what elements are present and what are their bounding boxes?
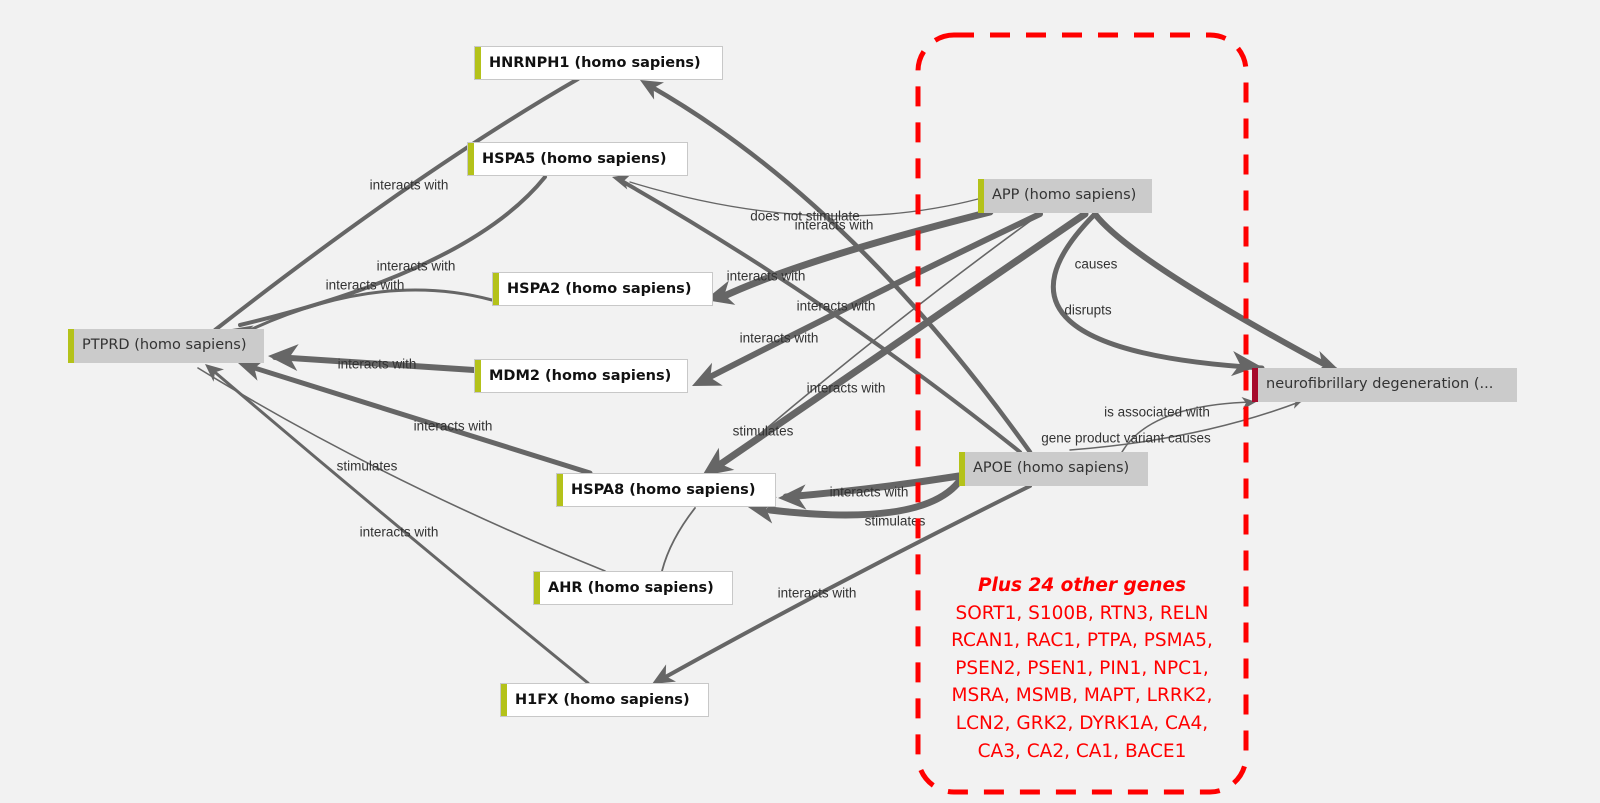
node-hspa2[interactable]: HSPA2 (homo sapiens) <box>492 272 713 306</box>
other-genes-line: MSRA, MSMB, MAPT, LRRK2, <box>951 685 1213 707</box>
edge-label: interacts with <box>325 277 405 293</box>
arrowhead-icon <box>692 362 723 386</box>
node-label: HSPA5 (homo sapiens) <box>482 151 667 167</box>
other-genes-annotation: Plus 24 other genes SORT1, S100B, RTN3, … <box>918 572 1246 765</box>
other-genes-title: Plus 24 other genes <box>977 575 1187 596</box>
node-label: H1FX (homo sapiens) <box>515 692 690 708</box>
node-type-bar <box>501 684 507 716</box>
edge-line[interactable] <box>661 507 696 572</box>
edge-label: is associated with <box>1104 404 1210 420</box>
node-mdm2[interactable]: MDM2 (homo sapiens) <box>474 359 688 393</box>
arrowhead-icon <box>238 360 265 381</box>
edge-label: interacts with <box>726 268 806 284</box>
node-hspa5[interactable]: HSPA5 (homo sapiens) <box>467 142 688 176</box>
other-genes-line: CA3, CA2, CA1, BACE1 <box>977 740 1187 762</box>
edge-line[interactable] <box>197 367 606 572</box>
node-label: APP (homo sapiens) <box>992 187 1137 203</box>
node-type-bar <box>468 143 474 175</box>
node-apoe[interactable]: APOE (homo sapiens) <box>959 452 1148 486</box>
node-app[interactable]: APP (homo sapiens) <box>978 179 1152 213</box>
other-genes-line: LCN2, GRK2, DYRK1A, CA4, <box>955 712 1209 734</box>
arrowhead-icon <box>268 344 299 372</box>
node-neurofibrillary-degeneration[interactable]: neurofibrillary degeneration (... <box>1252 368 1517 402</box>
node-type-bar <box>493 273 499 305</box>
other-genes-line: PSEN2, PSEN1, PIN1, NPC1, <box>955 657 1209 679</box>
edge-label: stimulates <box>336 458 398 474</box>
edge-line[interactable] <box>248 288 494 332</box>
node-type-bar <box>68 329 74 363</box>
node-hnrnph1[interactable]: HNRNPH1 (homo sapiens) <box>474 46 723 80</box>
edge-label: does not stimulate <box>750 208 860 224</box>
edge-label: interacts with <box>413 418 493 434</box>
arrowhead-icon <box>778 484 807 510</box>
edge-label: stimulates <box>732 423 794 439</box>
node-label: neurofibrillary degeneration (... <box>1266 376 1494 392</box>
edge-line[interactable] <box>272 354 477 373</box>
other-genes-line: SORT1, S100B, RTN3, RELN <box>955 602 1209 624</box>
node-label: AHR (homo sapiens) <box>548 580 714 596</box>
edge-line[interactable] <box>1092 211 1338 373</box>
edge-label: disrupts <box>1064 302 1112 318</box>
edge-label: interacts with <box>369 177 449 193</box>
edge-label: causes <box>1074 256 1118 272</box>
node-label: MDM2 (homo sapiens) <box>489 368 672 384</box>
node-label: PTPRD (homo sapiens) <box>82 337 247 353</box>
node-label: HNRNPH1 (homo sapiens) <box>489 55 701 71</box>
node-ptprd[interactable]: PTPRD (homo sapiens) <box>68 329 264 363</box>
edge-line[interactable] <box>208 366 590 685</box>
node-type-bar <box>959 452 965 486</box>
node-type-bar <box>1252 368 1258 402</box>
node-ahr[interactable]: AHR (homo sapiens) <box>533 571 733 605</box>
edge-line[interactable] <box>242 362 593 476</box>
node-type-bar <box>534 572 540 604</box>
edge-line[interactable] <box>213 77 580 332</box>
arrowhead-icon <box>652 664 677 684</box>
edge-label: interacts with <box>337 356 417 372</box>
edge-label: interacts with <box>359 524 439 540</box>
node-label: HSPA8 (homo sapiens) <box>571 482 756 498</box>
edge-label: interacts with <box>777 585 857 601</box>
edge-label: interacts with <box>829 484 909 500</box>
edge-line[interactable] <box>647 83 1033 455</box>
node-hspa8[interactable]: HSPA8 (homo sapiens) <box>556 473 776 507</box>
arrowhead-icon <box>702 447 735 476</box>
edge-label: interacts with <box>794 217 874 233</box>
node-label: HSPA2 (homo sapiens) <box>507 281 692 297</box>
edge-label: gene product variant causes <box>1041 430 1211 446</box>
other-genes-line: RCAN1, RAC1, PTPA, PSMA5, <box>951 630 1213 652</box>
node-h1fx[interactable]: H1FX (homo sapiens) <box>500 683 709 717</box>
edge-label: interacts with <box>739 330 819 346</box>
edge-line[interactable] <box>1051 211 1265 371</box>
edge-label: interacts with <box>796 298 876 314</box>
node-label: APOE (homo sapiens) <box>973 460 1130 476</box>
node-type-bar <box>475 360 481 392</box>
edge-label: stimulates <box>864 513 926 529</box>
node-type-bar <box>557 474 563 506</box>
node-type-bar <box>978 179 984 213</box>
edge-label: interacts with <box>376 258 456 274</box>
arrowhead-icon <box>205 364 224 382</box>
node-type-bar <box>475 47 481 79</box>
edge-label: interacts with <box>806 380 886 396</box>
arrowhead-icon <box>640 80 665 100</box>
